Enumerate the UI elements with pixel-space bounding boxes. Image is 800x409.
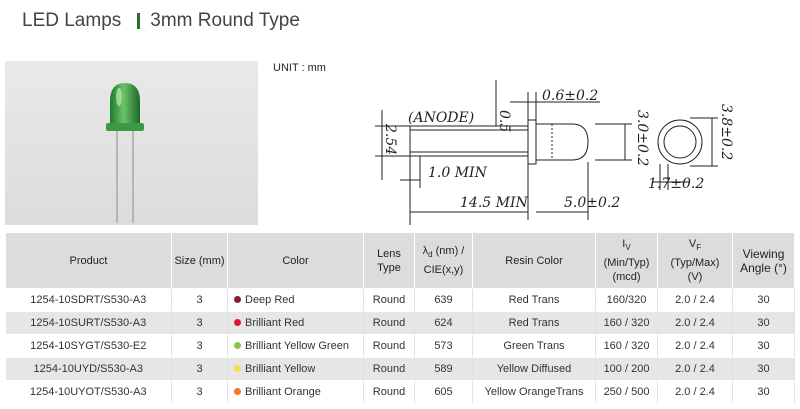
lead-width-label: 0.5 bbox=[496, 110, 512, 132]
color-dot-icon bbox=[234, 342, 241, 349]
cell-angle: 30 bbox=[732, 288, 795, 312]
table-row: 1254-10SURT/S530-A3 3 Brilliant Red Roun… bbox=[5, 311, 795, 335]
unit-label: UNIT : mm bbox=[273, 62, 326, 74]
cell-lens: Round bbox=[363, 357, 415, 381]
cell-resin: Yellow OrangeTrans bbox=[472, 380, 596, 404]
cell-iv: 160/320 bbox=[595, 288, 658, 312]
header-resin-color: Resin Color bbox=[472, 232, 596, 289]
pitch-label: 2.54 bbox=[382, 123, 398, 155]
cell-product: 1254-10SDRT/S530-A3 bbox=[5, 288, 172, 312]
header-wavelength: λd (nm) / CIE(x,y) bbox=[414, 232, 473, 289]
anode-label: (ANODE) bbox=[408, 110, 474, 126]
cell-resin: Green Trans bbox=[472, 334, 596, 358]
lead-length-label: 14.5 MIN bbox=[460, 195, 528, 211]
spec-table: Product Size (mm) Color Lens Type λd (nm… bbox=[5, 232, 795, 404]
table-row: 1254-10UYD/S530-A3 3 Brilliant Yellow Ro… bbox=[5, 357, 795, 381]
green-led-icon bbox=[106, 83, 144, 223]
dimension-drawing: (ANODE) 0.5 0.6±0.2 3.0±0.2 3.8±0.2 2.54… bbox=[375, 80, 734, 225]
cell-color: Brilliant Yellow Green bbox=[227, 334, 364, 358]
cell-iv: 160 / 320 bbox=[595, 334, 658, 358]
cell-vf: 2.0 / 2.4 bbox=[657, 334, 733, 358]
led-photo bbox=[5, 61, 258, 225]
cell-size: 3 bbox=[171, 380, 228, 404]
cell-lens: Round bbox=[363, 334, 415, 358]
cell-size: 3 bbox=[171, 288, 228, 312]
cell-product: 1254-10SURT/S530-A3 bbox=[5, 311, 172, 335]
cell-color: Brilliant Orange bbox=[227, 380, 364, 404]
cell-iv: 160 / 320 bbox=[595, 311, 658, 335]
cell-resin: Red Trans bbox=[472, 311, 596, 335]
cell-product: 1254-10UYD/S530-A3 bbox=[5, 357, 172, 381]
header-vf: VF (Typ/Max) (V) bbox=[657, 232, 733, 289]
cell-iv: 250 / 500 bbox=[595, 380, 658, 404]
cell-wavelength: 605 bbox=[414, 380, 473, 404]
cell-vf: 2.0 / 2.4 bbox=[657, 357, 733, 381]
title-separator bbox=[137, 13, 141, 29]
cell-vf: 2.0 / 2.4 bbox=[657, 288, 733, 312]
cell-wavelength: 573 bbox=[414, 334, 473, 358]
title-category: LED Lamps bbox=[22, 10, 122, 31]
color-dot-icon bbox=[234, 296, 241, 303]
cell-color: Brilliant Red bbox=[227, 311, 364, 335]
header-size: Size (mm) bbox=[171, 232, 228, 289]
header-lens-type: Lens Type bbox=[363, 232, 415, 289]
lead-span-label: 0.6±0.2 bbox=[542, 88, 598, 104]
cell-size: 3 bbox=[171, 357, 228, 381]
cell-resin: Yellow Diffused bbox=[472, 357, 596, 381]
cell-vf: 2.0 / 2.4 bbox=[657, 311, 733, 335]
cell-wavelength: 639 bbox=[414, 288, 473, 312]
cell-resin: Red Trans bbox=[472, 288, 596, 312]
body-diameter-label: 3.0±0.2 bbox=[634, 110, 650, 166]
cell-lens: Round bbox=[363, 380, 415, 404]
header-color: Color bbox=[227, 232, 364, 289]
cell-size: 3 bbox=[171, 311, 228, 335]
cell-angle: 30 bbox=[732, 357, 795, 381]
table-header-row: Product Size (mm) Color Lens Type λd (nm… bbox=[5, 232, 795, 289]
cell-wavelength: 589 bbox=[414, 357, 473, 381]
table-row: 1254-10SDRT/S530-A3 3 Deep Red Round 639… bbox=[5, 288, 795, 312]
cell-angle: 30 bbox=[732, 334, 795, 358]
cell-vf: 2.0 / 2.4 bbox=[657, 380, 733, 404]
table-row: 1254-10UYOT/S530-A3 3 Brilliant Orange R… bbox=[5, 380, 795, 404]
table-row: 1254-10SYGT/S530-E2 3 Brilliant Yellow G… bbox=[5, 334, 795, 358]
cell-wavelength: 624 bbox=[414, 311, 473, 335]
color-dot-icon bbox=[234, 388, 241, 395]
cell-angle: 30 bbox=[732, 380, 795, 404]
cell-lens: Round bbox=[363, 311, 415, 335]
cell-size: 3 bbox=[171, 334, 228, 358]
cell-color: Brilliant Yellow bbox=[227, 357, 364, 381]
body-length-label: 5.0±0.2 bbox=[564, 195, 620, 211]
header-iv: IV (Min/Typ) (mcd) bbox=[595, 232, 658, 289]
min-length-label: 1.0 MIN bbox=[428, 165, 488, 181]
flange-diameter-label: 3.8±0.2 bbox=[718, 104, 734, 160]
header-product: Product bbox=[5, 232, 172, 289]
cell-lens: Round bbox=[363, 288, 415, 312]
cell-iv: 100 / 200 bbox=[595, 357, 658, 381]
header-viewing-angle: Viewing Angle (°) bbox=[732, 232, 795, 289]
flange-width-label: 1.7±0.2 bbox=[648, 176, 704, 192]
title-subtitle: 3mm Round Type bbox=[150, 10, 300, 31]
color-dot-icon bbox=[234, 319, 241, 326]
cell-angle: 30 bbox=[732, 311, 795, 335]
page-title: LED Lamps 3mm Round Type bbox=[22, 9, 300, 33]
cell-color: Deep Red bbox=[227, 288, 364, 312]
cell-product: 1254-10SYGT/S530-E2 bbox=[5, 334, 172, 358]
cell-product: 1254-10UYOT/S530-A3 bbox=[5, 380, 172, 404]
color-dot-icon bbox=[234, 365, 241, 372]
